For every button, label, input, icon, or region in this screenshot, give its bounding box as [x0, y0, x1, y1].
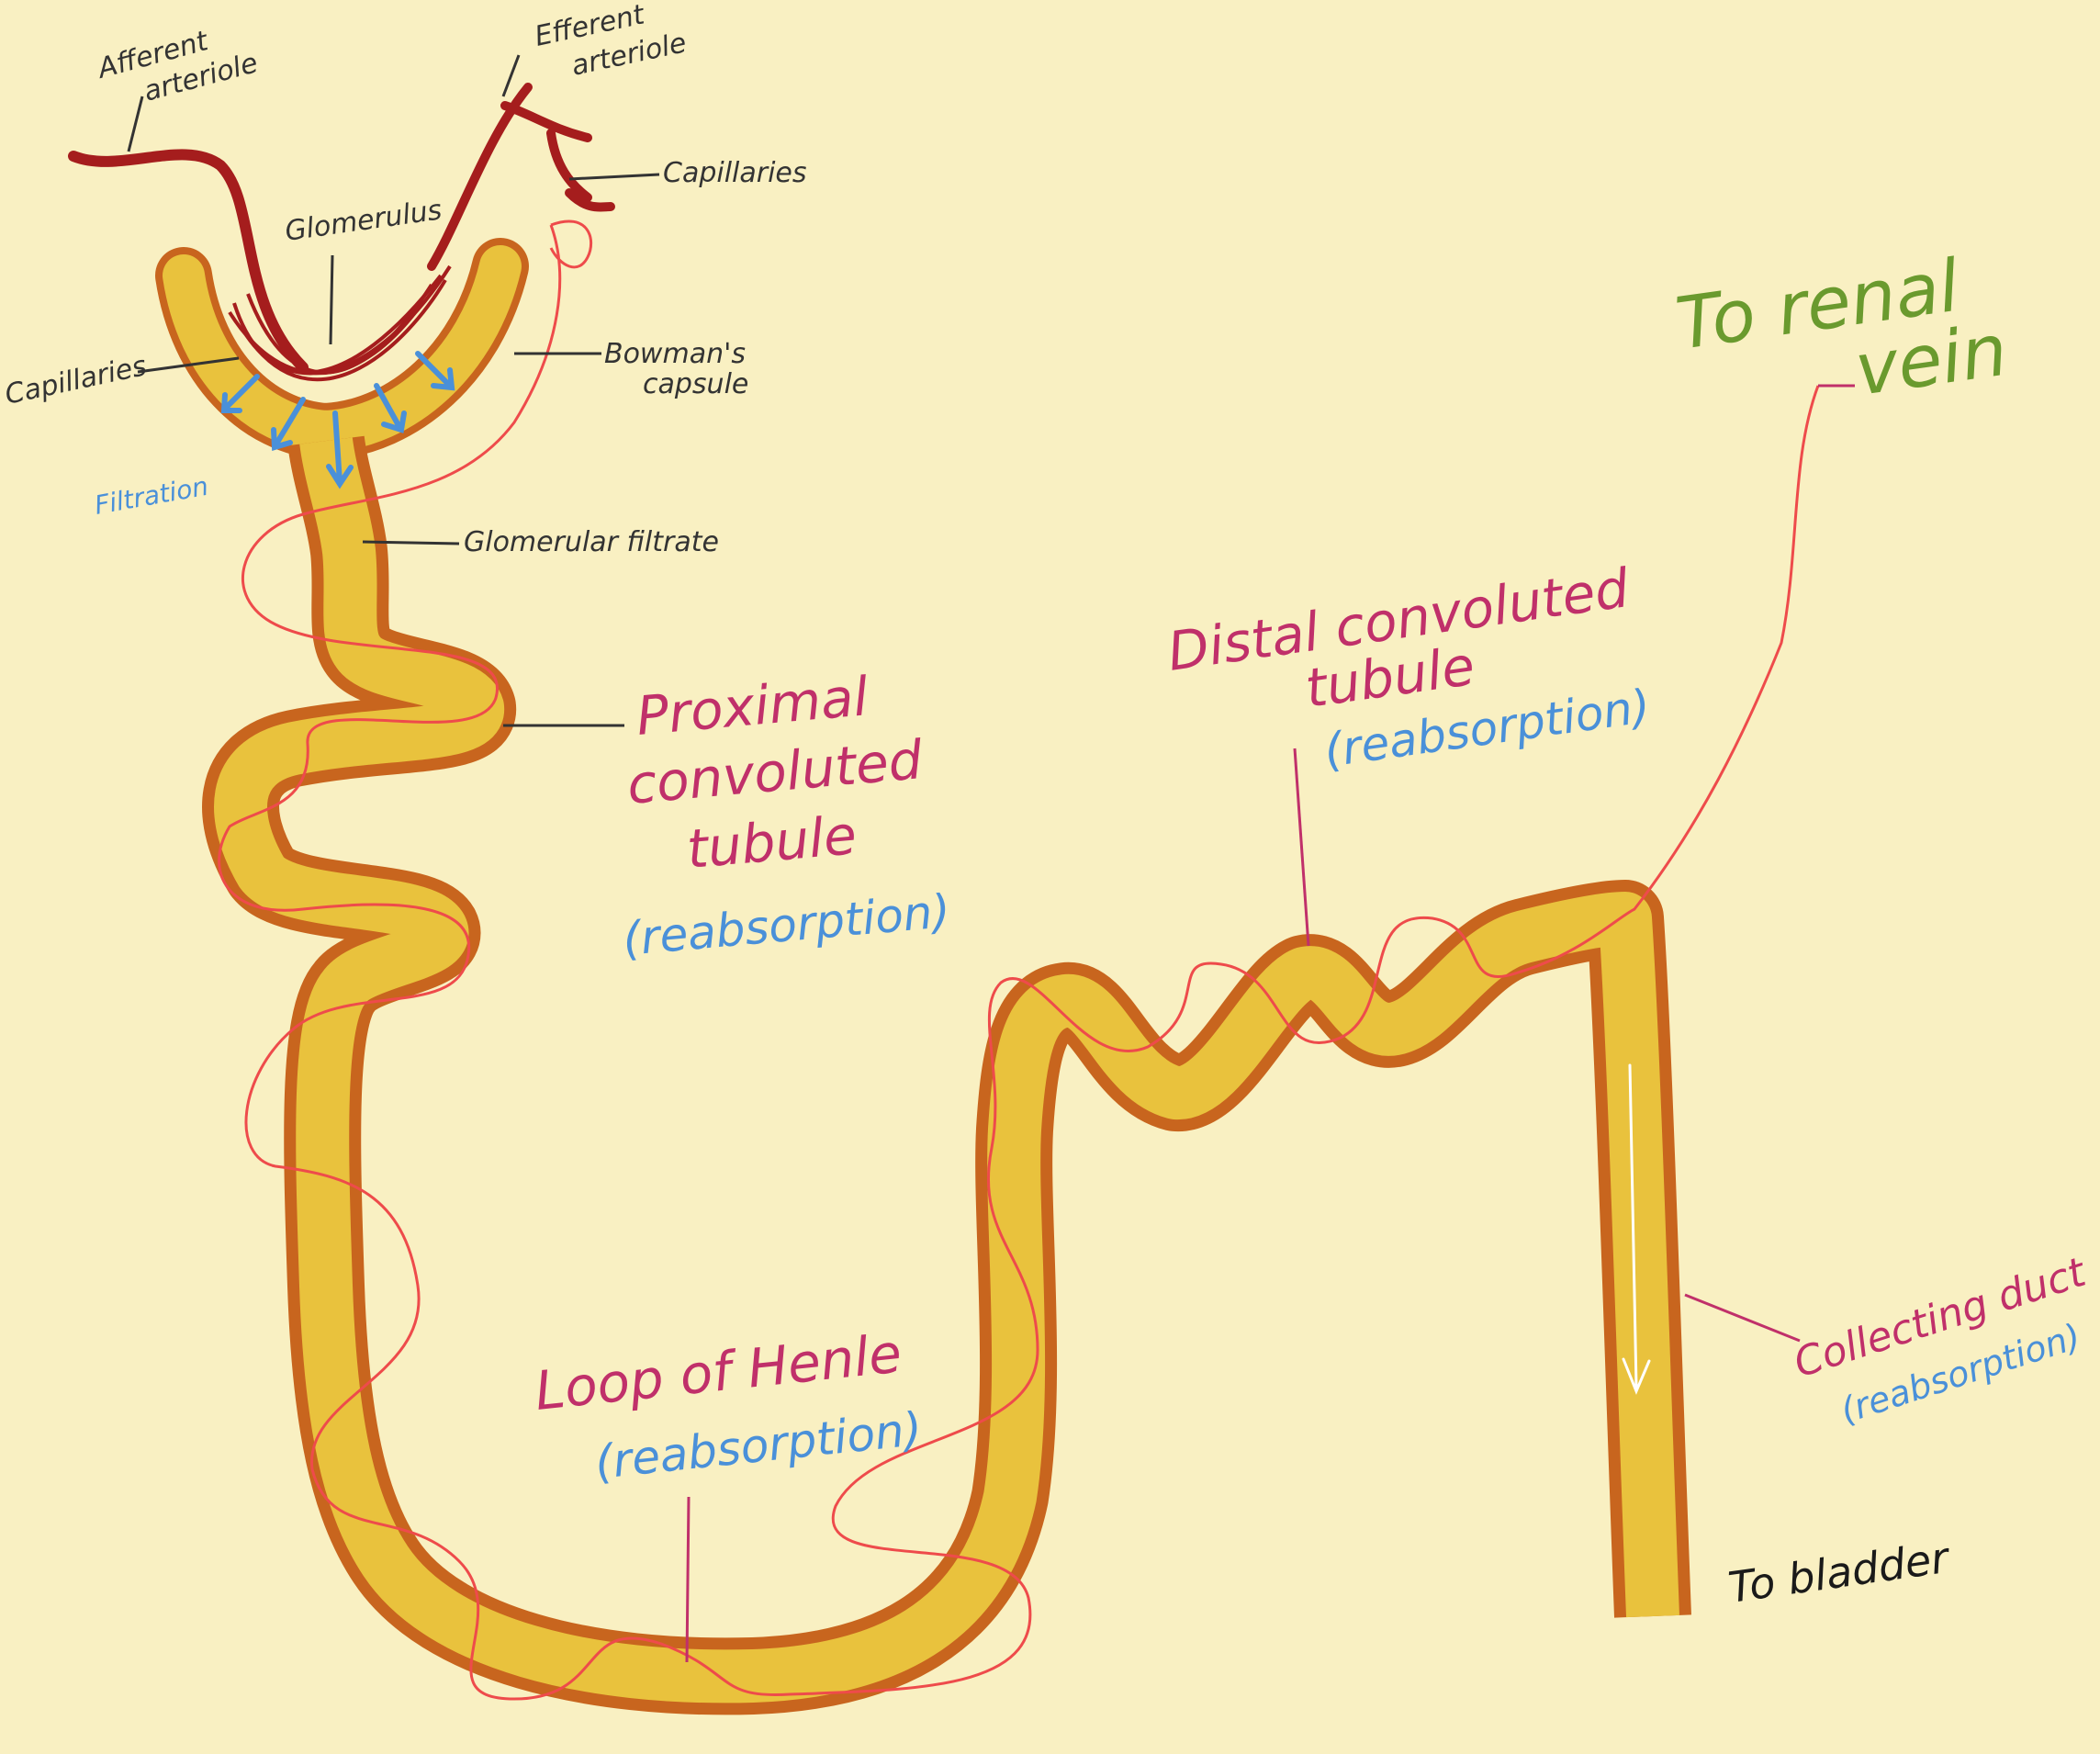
- filtration-arrow: [374, 383, 407, 433]
- loop-of-henle-label: Loop of Henle: [532, 1321, 904, 1422]
- glomerular-filtrate-label: Glomerular filtrate: [464, 526, 719, 558]
- filtration-label: Filtration: [92, 471, 210, 521]
- loop-of-henle-note: (reabsorption): [592, 1402, 925, 1490]
- glomerulus-vessels: [68, 83, 615, 382]
- to-bladder-label: To bladder: [1725, 1532, 1954, 1612]
- glomerulus-label: Glomerulus: [283, 194, 444, 248]
- afferent-arteriole: [68, 149, 309, 373]
- filtration-arrow: [220, 374, 260, 413]
- filtration-arrow: [415, 351, 455, 391]
- capillaries-left-label: Capillaries: [2, 350, 149, 411]
- filtration-arrows: [220, 351, 455, 489]
- nephron-tubule: [155, 238, 1691, 1715]
- bowmans-label-line1: Bowman's: [604, 338, 746, 370]
- filtration-arrow: [271, 397, 306, 451]
- peritubular-capillaries: [218, 224, 1820, 1701]
- efferent-arteriole: [427, 83, 615, 271]
- proximal-label-line3: tubule: [684, 804, 859, 881]
- proximal-note: (reabsorption): [621, 884, 952, 966]
- bowmans-label-line2: capsule: [643, 368, 748, 400]
- leader-lines: [127, 54, 1855, 1663]
- filtration-arrow: [326, 410, 354, 489]
- capillaries-top-label: Capillaries: [663, 157, 807, 189]
- flow-arrow: [1622, 1063, 1651, 1395]
